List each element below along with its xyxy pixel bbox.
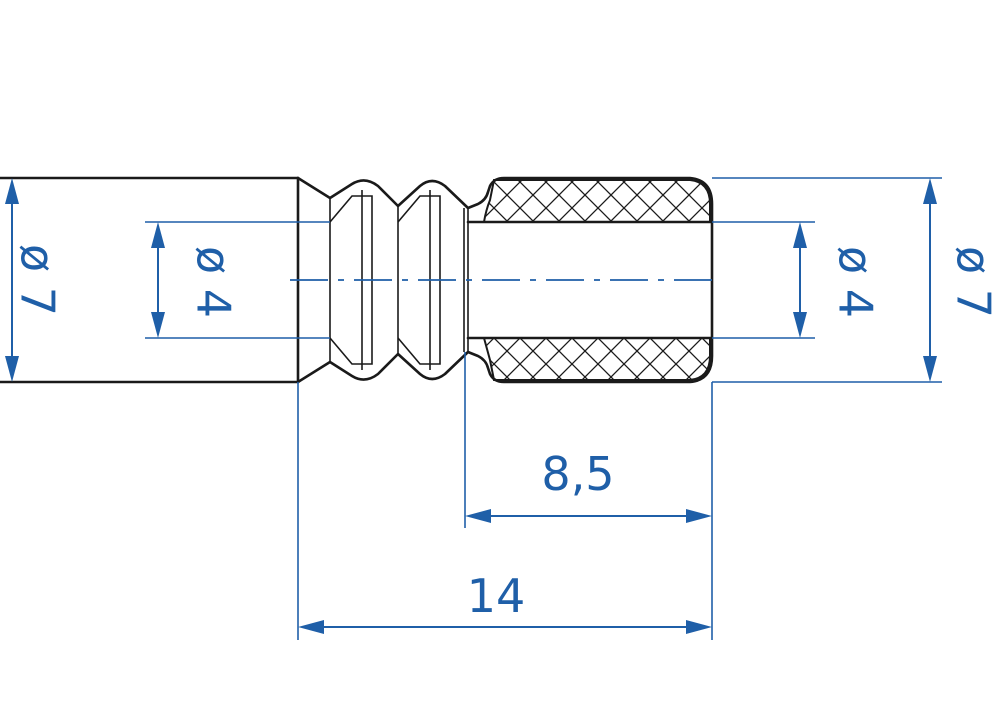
dim-outer-left: ø 7 [5, 178, 65, 382]
dim-inner-left: ø 4 [151, 222, 241, 338]
dim-label-total-length: 14 [467, 569, 526, 623]
dim-inner-right: ø 4 [793, 222, 883, 338]
dim-socket-length: 8,5 [465, 447, 712, 523]
dim-outer-right: ø 7 [923, 178, 1000, 382]
hatched-wall-bottom [482, 337, 711, 381]
dim-label-socket-length: 8,5 [541, 447, 614, 501]
dim-label-outer-left: ø 7 [11, 244, 65, 316]
hatched-wall-top [482, 179, 711, 223]
dim-total-length: 14 [298, 569, 712, 634]
dim-label-inner-left: ø 4 [187, 246, 241, 318]
dim-label-inner-right: ø 4 [829, 246, 883, 318]
dim-label-outer-right: ø 7 [947, 246, 1000, 318]
extension-lines [145, 177, 942, 640]
part-outline [0, 176, 714, 384]
